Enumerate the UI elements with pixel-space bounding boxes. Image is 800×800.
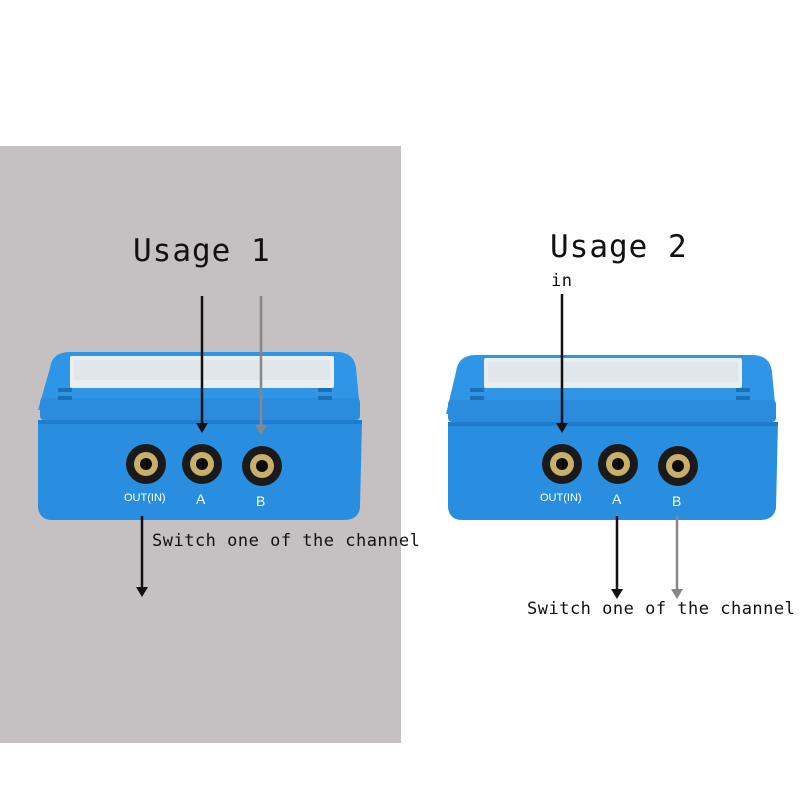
device-usage-2: OUT(IN) A B bbox=[446, 355, 778, 520]
port-label-a-2: A bbox=[612, 491, 622, 507]
port-label-b-2: B bbox=[672, 493, 681, 509]
usage-1-title: Usage 1 bbox=[133, 233, 271, 269]
usage-2-title: Usage 2 bbox=[550, 229, 688, 265]
port-label-b-1: B bbox=[256, 493, 265, 509]
jack-a-1 bbox=[182, 444, 222, 484]
usage-2-note: Switch one of the channel bbox=[527, 599, 796, 619]
device-usage-1: OUT(IN) A B bbox=[38, 352, 362, 520]
jack-a-2 bbox=[598, 444, 638, 484]
port-label-a-1: A bbox=[196, 491, 206, 507]
jack-out-1 bbox=[126, 444, 166, 484]
usage-2-input-label: in bbox=[551, 271, 573, 291]
jack-out-2 bbox=[542, 444, 582, 484]
port-label-out-1: OUT(IN) bbox=[124, 492, 166, 504]
port-label-out-2: OUT(IN) bbox=[540, 492, 582, 504]
usage-1-note: Switch one of the channel bbox=[152, 531, 421, 551]
jack-b-2 bbox=[658, 446, 698, 486]
jack-b-1 bbox=[242, 446, 282, 486]
